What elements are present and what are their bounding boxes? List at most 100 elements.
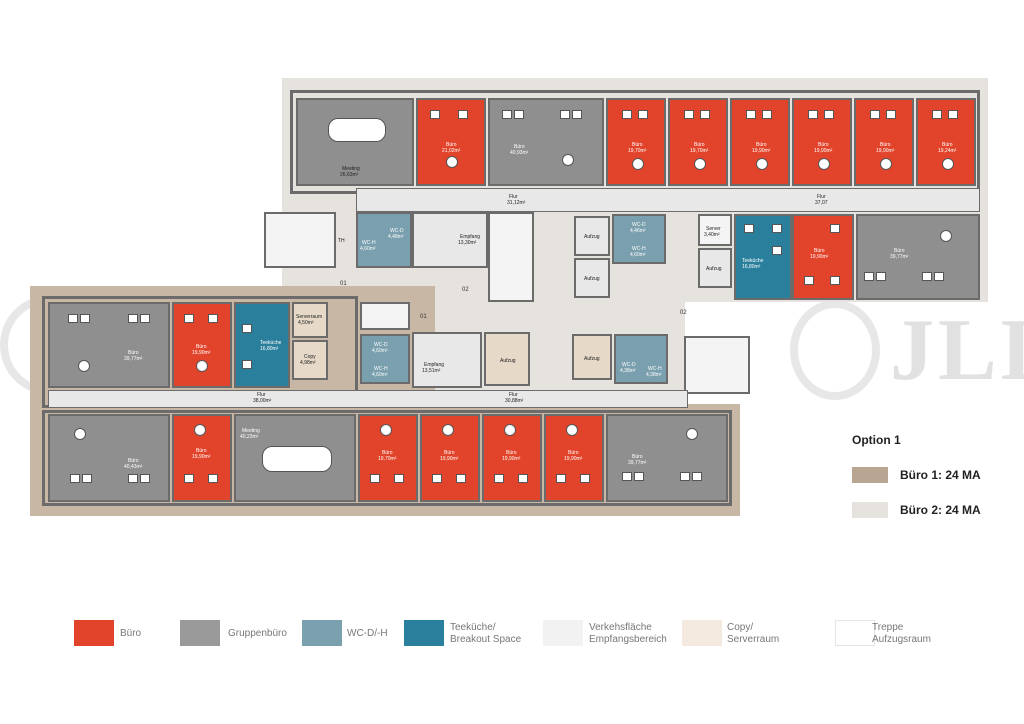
buero-room[interactable]: Büro 19,70m² — [668, 98, 728, 186]
meeting-room-upper[interactable]: Meeting 26,63m² — [296, 98, 414, 186]
desk — [80, 314, 90, 323]
buero-room[interactable]: Büro 19,90m² — [172, 302, 232, 388]
desk — [922, 272, 932, 281]
teekueche-lower[interactable]: Teeküche 16,80m² — [234, 302, 290, 388]
room-label: Büro — [196, 344, 207, 350]
flur-lower[interactable]: Flur 38,00m² Flur 30,88m² — [48, 390, 688, 408]
room-label: Flur — [509, 392, 518, 398]
room-label: Aufzug — [706, 266, 722, 272]
desk — [208, 314, 218, 323]
wc-lower-right[interactable]: WC-D 4,38m² WC-H 4,38m² — [614, 334, 668, 384]
elevator-upper-3[interactable]: Aufzug — [698, 248, 732, 288]
room-label: Büro — [814, 248, 825, 254]
buero-room[interactable]: Büro 19,70m² — [358, 414, 418, 502]
room-label: Büro — [514, 144, 525, 150]
gruppenbuero-room[interactable]: Büro 39,77m² — [48, 302, 170, 388]
round-table — [442, 424, 454, 436]
buero-room[interactable]: Büro 19,90m² — [172, 414, 232, 502]
shaft-lower — [360, 302, 410, 330]
option-label-buero-1: Büro 1: 24 MA — [900, 468, 981, 482]
copy-room-lower[interactable]: Copy 4,98m² — [292, 340, 328, 380]
room-area: 16,80m² — [260, 346, 279, 352]
desk — [634, 472, 644, 481]
room-label: Empfang — [424, 362, 445, 368]
stairwell-lower-right — [684, 336, 750, 394]
buero-room[interactable]: Büro 19,24m² — [916, 98, 976, 186]
serverraum-lower[interactable]: Serverraum 4,50m² — [292, 302, 328, 338]
elevator-upper-1[interactable]: Aufzug — [574, 216, 610, 256]
room-label: Aufzug — [584, 276, 600, 282]
wc-lower-left[interactable]: WC-D 4,60m² WC-H 4,60m² — [360, 334, 410, 384]
room-label: Büro — [128, 458, 139, 464]
room-area: 16,80m² — [742, 264, 761, 270]
desk — [692, 472, 702, 481]
room-label: WC-D — [632, 222, 646, 228]
desk — [128, 314, 138, 323]
room-label: Copy — [304, 354, 316, 360]
legend-swatch-teekueche — [404, 620, 444, 646]
room-label: Server — [706, 226, 721, 232]
buero-room[interactable]: Büro 19,70m² — [606, 98, 666, 186]
room-label: Büro — [382, 450, 393, 456]
empfang-lower[interactable]: Empfang 13,51m² — [412, 332, 482, 388]
room-label: WC-H — [632, 246, 646, 252]
room-area: 19,70m² — [378, 456, 397, 462]
room-area: 19,90m² — [192, 454, 211, 460]
desk — [430, 110, 440, 119]
desk — [140, 474, 150, 483]
desk — [494, 474, 504, 483]
buero-room[interactable]: Büro 19,90m² — [420, 414, 480, 502]
wc-upper-right[interactable]: WC-D 4,46m² WC-H 4,60m² — [612, 214, 666, 264]
buero-room[interactable]: Büro 19,90m² — [792, 214, 854, 300]
section-marker: 02 — [462, 287, 469, 293]
desk — [208, 474, 218, 483]
buero-room[interactable]: Büro 19,90m² — [854, 98, 914, 186]
meeting-room-lower[interactable]: Meeting 40,23m² — [234, 414, 356, 502]
stairwell-upper-left: TH — [264, 212, 345, 268]
desk — [876, 272, 886, 281]
wc-upper-left[interactable]: WC-D 4,48m² WC-H 4,60m² — [356, 212, 412, 268]
room-area: 40,23m² — [240, 434, 259, 440]
room-label: Büro — [818, 142, 829, 148]
room-area: 4,46m² — [630, 228, 646, 234]
room-label: WC-D — [374, 342, 388, 348]
desk — [242, 324, 252, 333]
gruppenbuero-room[interactable]: Büro 39,77m² — [856, 214, 980, 300]
desk — [82, 474, 92, 483]
legend-label-copy: Copy/ Serverraum — [727, 622, 780, 645]
desk — [804, 276, 814, 285]
room-label: Büro — [446, 142, 457, 148]
round-table — [562, 154, 574, 166]
buero-room[interactable]: Büro 19,90m² — [730, 98, 790, 186]
elevator-lower-2[interactable]: Aufzug — [572, 334, 612, 380]
round-table — [818, 158, 830, 170]
gruppenbuero-room[interactable]: Büro 40,93m² — [488, 98, 604, 186]
section-marker: 01 — [420, 314, 427, 320]
server-room-upper[interactable]: Server 3,40m² — [698, 214, 732, 246]
legend-label-buero: Büro — [120, 628, 142, 639]
round-table — [880, 158, 892, 170]
buero-room[interactable]: Büro 21,02m² — [416, 98, 486, 186]
gruppenbuero-room[interactable]: Büro 40,43m² — [48, 414, 170, 502]
desk — [932, 110, 942, 119]
room-area: 4,98m² — [300, 360, 316, 366]
buero-room[interactable]: Büro 19,90m² — [792, 98, 852, 186]
elevator-lower-1[interactable]: Aufzug — [484, 332, 530, 386]
legend-label-teekueche: Teeküche/ Breakout Space — [450, 622, 522, 645]
room-area: 39,77m² — [124, 356, 143, 362]
room-label: Aufzug — [584, 234, 600, 240]
jll-watermark-right: JLL — [890, 302, 1024, 399]
buero-room[interactable]: Büro 19,90m² — [482, 414, 542, 502]
empfang-upper[interactable]: Empfang 13,30m² — [412, 212, 488, 268]
buero-room[interactable]: Büro 19,90m² — [544, 414, 604, 502]
gruppenbuero-room[interactable]: Büro 39,77m² — [606, 414, 728, 502]
desk — [824, 110, 834, 119]
elevator-upper-2[interactable]: Aufzug — [574, 258, 610, 298]
flur-upper[interactable]: Flur 31,12m² Flur 37,07 — [356, 188, 980, 212]
legend-swatch-verkehrsflaeche — [543, 620, 583, 646]
desk — [502, 110, 512, 119]
teekueche-upper[interactable]: Teeküche 16,80m² — [734, 214, 792, 300]
desk — [830, 276, 840, 285]
meeting-table — [328, 118, 386, 142]
room-area: 4,38m² — [620, 368, 636, 374]
